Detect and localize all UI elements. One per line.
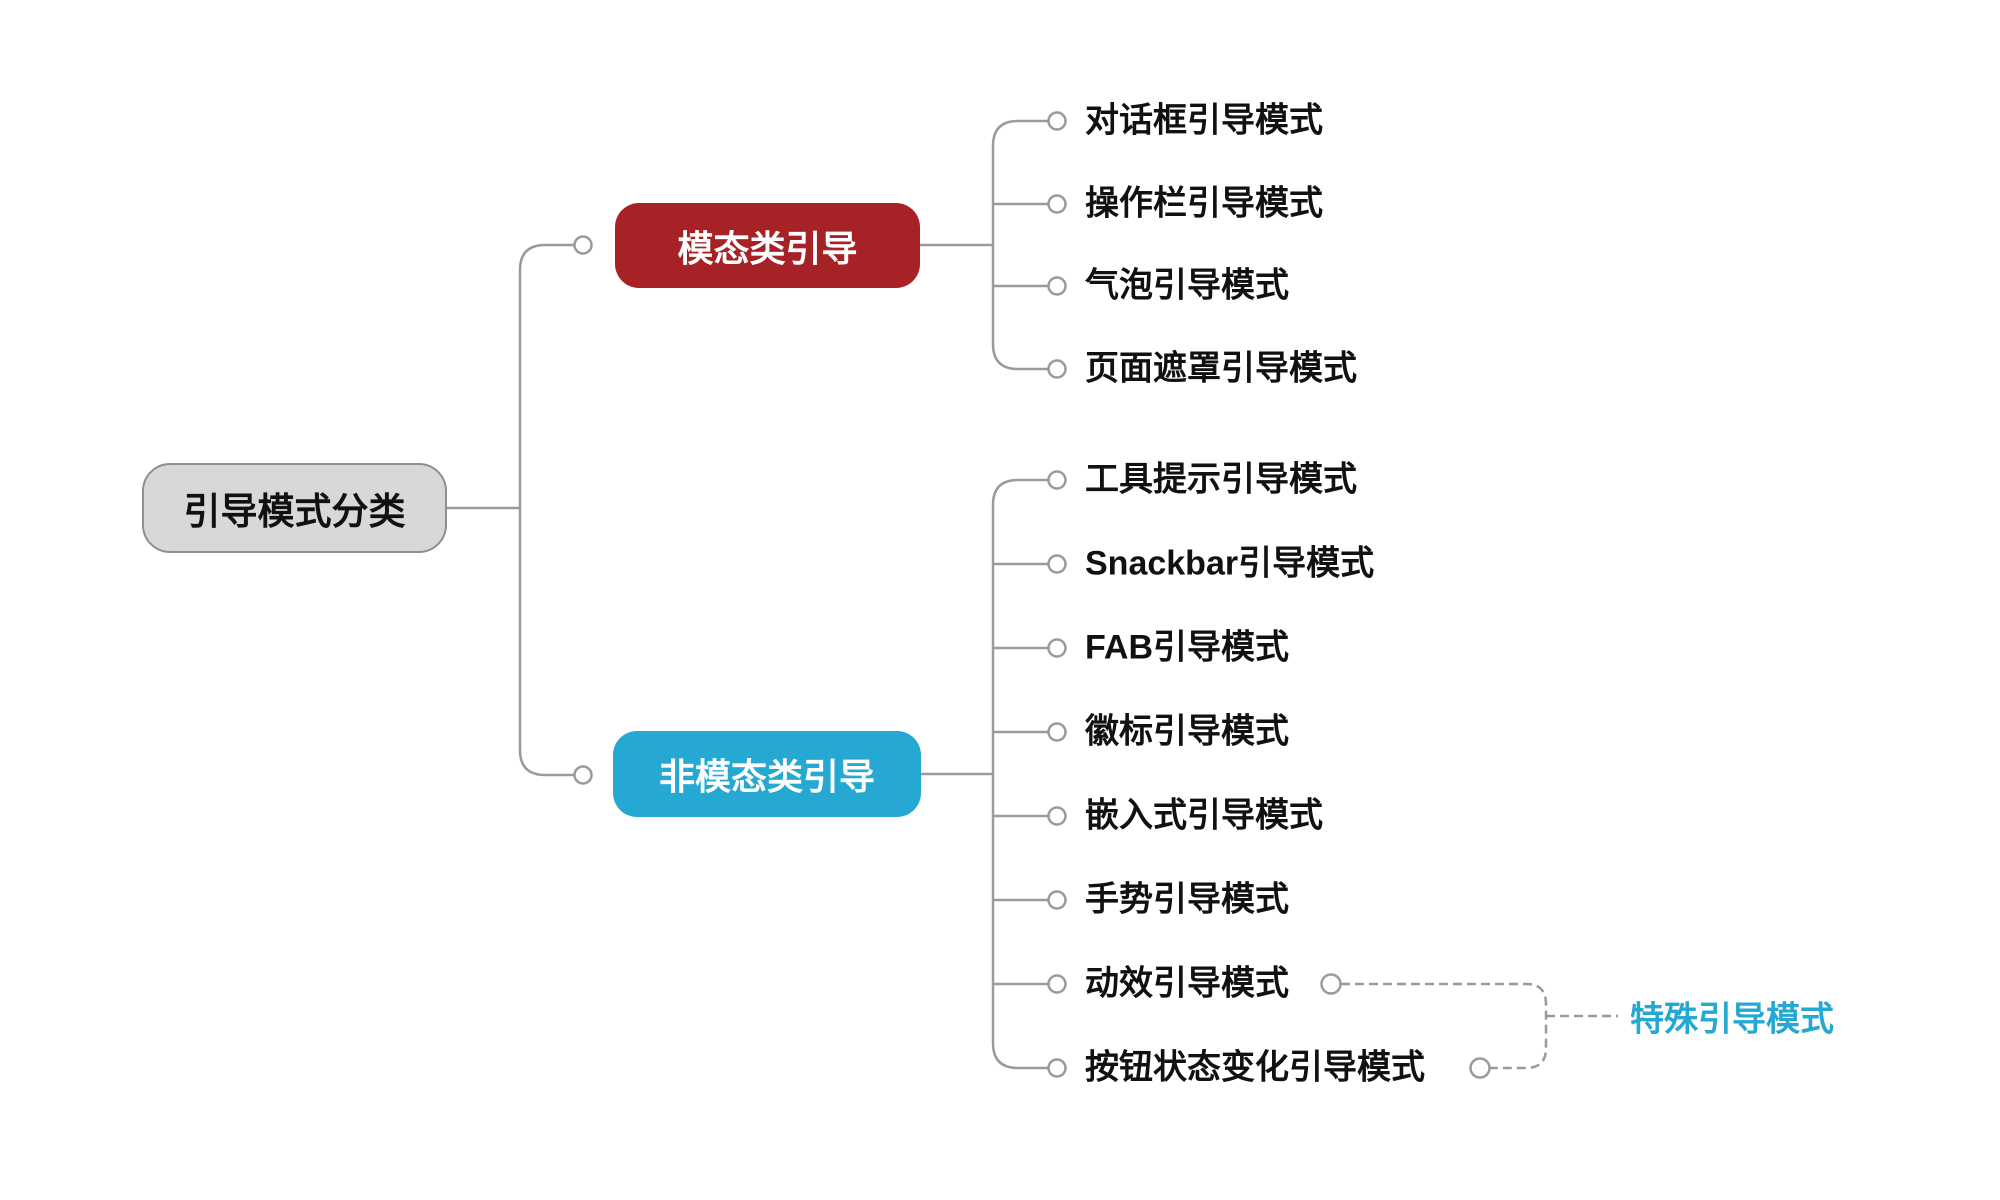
handle-buttonstate-special[interactable] [1469, 1057, 1491, 1079]
handle-leaf-bubble[interactable] [1047, 276, 1067, 296]
leaf-snackbar-guide[interactable]: Snackbar引导模式 [1085, 544, 1375, 583]
handle-motion-special[interactable] [1320, 973, 1342, 995]
leaf-bubble-guide[interactable]: 气泡引导模式 [1085, 266, 1289, 305]
branch-node-nonmodal-label: 非模态类引导 [658, 756, 875, 797]
handle-leaf-mask[interactable] [1047, 359, 1067, 379]
branch-node-modal-label: 模态类引导 [677, 227, 858, 269]
leaf-embedded-guide[interactable]: 嵌入式引导模式 [1085, 796, 1323, 835]
handle-leaf-tooltip[interactable] [1047, 470, 1067, 490]
branch-node-nonmodal[interactable]: 非模态类引导 [613, 731, 921, 817]
leaf-badge-guide[interactable]: 徽标引导模式 [1085, 712, 1289, 751]
leaf-gesture-guide[interactable]: 手势引导模式 [1085, 880, 1289, 919]
connector-modal-children [991, 119, 1048, 371]
solid-connectors [447, 119, 1048, 1070]
handle-leaf-fab[interactable] [1047, 638, 1067, 658]
leaf-tooltip-guide[interactable]: 工具提示引导模式 [1085, 460, 1357, 499]
handle-leaf-gesture[interactable] [1047, 890, 1067, 910]
special-guide-label[interactable]: 特殊引导模式 [1630, 1000, 1834, 1039]
handle-leaf-embedded[interactable] [1047, 806, 1067, 826]
handle-leaf-dialog[interactable] [1047, 111, 1067, 131]
connector-trunk-level1 [518, 243, 574, 777]
leaf-pagemask-guide[interactable]: 页面遮罩引导模式 [1085, 349, 1357, 388]
leaf-fab-guide[interactable]: FAB引导模式 [1085, 628, 1289, 667]
leaf-actionbar-guide[interactable]: 操作栏引导模式 [1085, 184, 1323, 223]
handle-leaf-badge[interactable] [1047, 722, 1067, 742]
handle-nonmodal[interactable] [573, 765, 593, 785]
dashed-connectors [1341, 982, 1618, 1070]
root-node-label: 引导模式分类 [183, 491, 406, 532]
leaf-buttonstate-guide[interactable]: 按钮状态变化引导模式 [1085, 1048, 1425, 1087]
root-node[interactable]: 引导模式分类 [142, 463, 447, 553]
handle-leaf-snackbar[interactable] [1047, 554, 1067, 574]
connector-nonmodal-children [991, 478, 1048, 1070]
handle-leaf-motion[interactable] [1047, 974, 1067, 994]
leaf-motion-guide[interactable]: 动效引导模式 [1085, 964, 1289, 1003]
connector-special-bracket [1341, 982, 1548, 1070]
leaf-dialog-guide[interactable]: 对话框引导模式 [1085, 101, 1323, 140]
handles [573, 111, 1491, 1079]
branch-node-modal[interactable]: 模态类引导 [615, 203, 920, 288]
handle-leaf-buttonstate[interactable] [1047, 1058, 1067, 1078]
handle-modal[interactable] [573, 235, 593, 255]
handle-leaf-actionbar[interactable] [1047, 194, 1067, 214]
